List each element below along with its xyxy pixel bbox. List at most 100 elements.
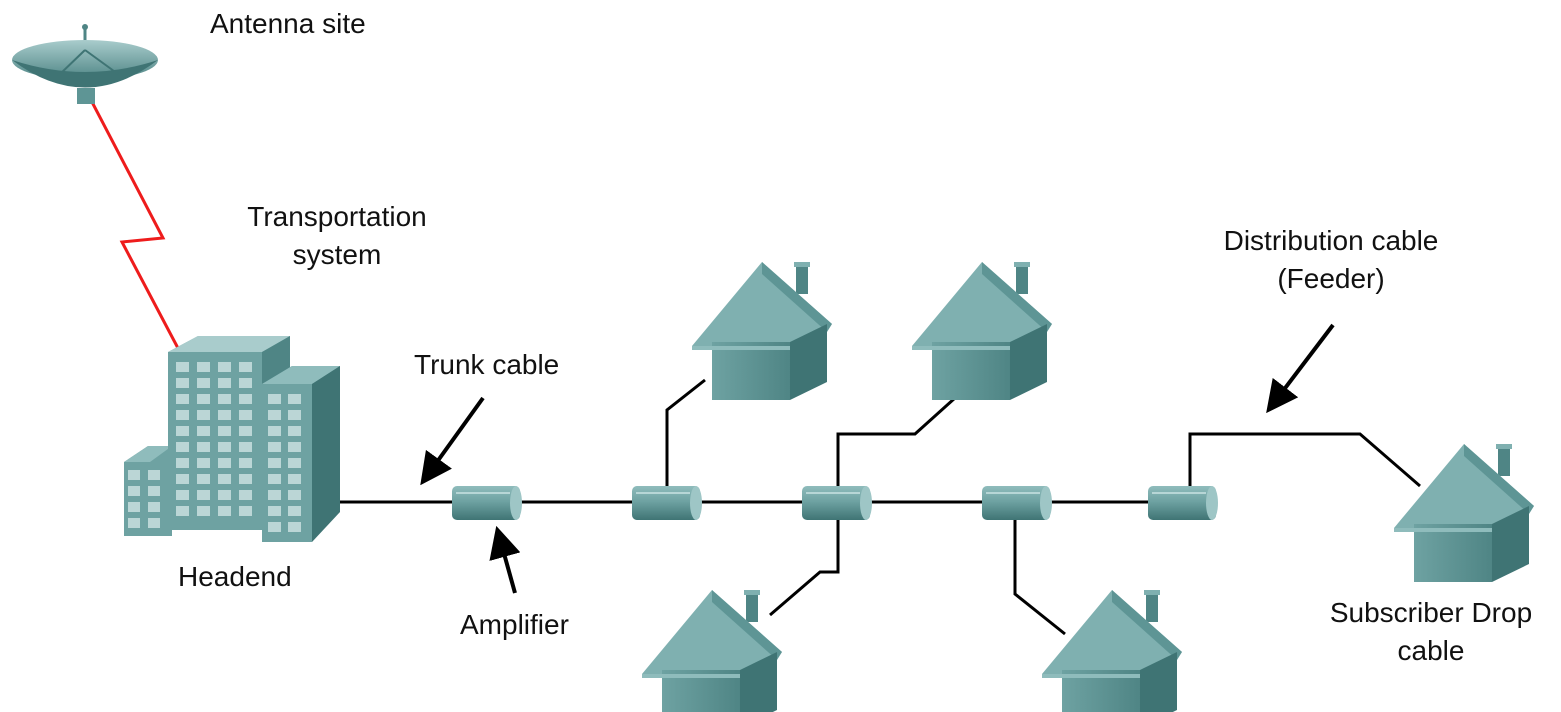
building-window	[176, 394, 189, 404]
building-window	[268, 442, 281, 452]
building-window	[268, 426, 281, 436]
building-window	[288, 442, 301, 452]
building-window	[176, 410, 189, 420]
building-window	[197, 378, 210, 388]
building-window	[128, 486, 140, 496]
building-window	[288, 394, 301, 404]
building-window	[176, 458, 189, 468]
pointer-arrows	[420, 323, 1335, 594]
building-window	[268, 522, 281, 532]
drop-cable-house-2	[836, 378, 977, 486]
amplifier-arrow	[489, 525, 521, 594]
building-window	[268, 410, 281, 420]
building-window	[197, 474, 210, 484]
building-window	[218, 458, 231, 468]
building-window	[288, 522, 301, 532]
house-icon	[912, 262, 1052, 400]
building-window	[239, 474, 252, 484]
building-window	[218, 426, 231, 436]
building-window	[176, 506, 189, 516]
feeder-arrow	[1266, 323, 1335, 414]
building-window	[239, 362, 252, 372]
cable-amplifier-icon	[631, 485, 703, 521]
building-window	[148, 502, 160, 512]
house-icon	[1042, 590, 1182, 712]
drop-cable-house-1	[665, 378, 706, 486]
building-window	[239, 426, 252, 436]
building-window	[128, 518, 140, 528]
building-window	[288, 458, 301, 468]
building-window	[288, 506, 301, 516]
office-building-icon	[124, 336, 340, 542]
building-window	[239, 506, 252, 516]
building-window	[197, 458, 210, 468]
building-window	[239, 490, 252, 500]
building-window	[176, 442, 189, 452]
building-window	[239, 378, 252, 388]
transportation-label-line-1: Transportation	[247, 201, 427, 232]
building-window	[197, 506, 210, 516]
building-window	[239, 442, 252, 452]
building-window	[239, 410, 252, 420]
building-window	[218, 378, 231, 388]
distribution-cable-label: Distribution cable (Feeder)	[1186, 222, 1476, 298]
building-window	[218, 394, 231, 404]
building-window	[218, 410, 231, 420]
drop-cable-house-4	[1013, 520, 1066, 636]
building-window	[176, 474, 189, 484]
building-window	[197, 490, 210, 500]
drop-cable-house-3	[769, 520, 840, 617]
distribution-label-line-1: Distribution cable	[1223, 225, 1439, 256]
house-icon	[1394, 444, 1534, 582]
subscriber-label-line-1: Subscriber Drop	[1329, 597, 1533, 628]
cable-amplifier-icon	[1147, 485, 1219, 521]
building-window	[197, 410, 210, 420]
building-window	[218, 490, 231, 500]
transportation-system-label: Transportation system	[222, 198, 452, 274]
building-window	[239, 394, 252, 404]
trunk-cable-label: Trunk cable	[414, 349, 560, 380]
building-window	[176, 490, 189, 500]
headend-label: Headend	[178, 561, 292, 592]
building-window	[176, 378, 189, 388]
building-window	[176, 426, 189, 436]
house-icon	[642, 590, 782, 712]
building-window	[197, 442, 210, 452]
building-window	[218, 442, 231, 452]
distribution-feeder-cable	[1188, 432, 1421, 488]
building-window	[268, 490, 281, 500]
building-window	[148, 470, 160, 480]
building-window	[288, 426, 301, 436]
antenna-site-label: Antenna site	[210, 8, 366, 39]
building-window	[148, 518, 160, 528]
cable-amplifier-icon	[981, 485, 1053, 521]
house-icon	[692, 262, 832, 400]
building-window	[176, 362, 189, 372]
distribution-label-line-2: (Feeder)	[1277, 263, 1385, 294]
subscriber-drop-cable-label: Subscriber Drop cable	[1306, 594, 1556, 670]
building-window	[239, 458, 252, 468]
building-window	[268, 394, 281, 404]
building-window	[288, 410, 301, 420]
satellite-dish-icon	[12, 24, 158, 104]
trunk-cable-arrow	[420, 396, 485, 486]
cable-amplifier-icon	[451, 485, 523, 521]
subscriber-label-line-2: cable	[1397, 635, 1465, 666]
building-window	[288, 490, 301, 500]
building-window	[268, 458, 281, 468]
transportation-link	[90, 101, 182, 353]
transportation-label-line-2: system	[292, 239, 382, 270]
building-window	[128, 502, 140, 512]
building-window	[197, 394, 210, 404]
building-window	[268, 506, 281, 516]
building-window	[148, 486, 160, 496]
building-window	[197, 362, 210, 372]
building-window	[218, 362, 231, 372]
building-window	[288, 474, 301, 484]
cable-amplifier-icon	[801, 485, 873, 521]
amplifier-label: Amplifier	[460, 609, 569, 640]
building-window	[218, 506, 231, 516]
building-window	[268, 474, 281, 484]
building-window	[197, 426, 210, 436]
